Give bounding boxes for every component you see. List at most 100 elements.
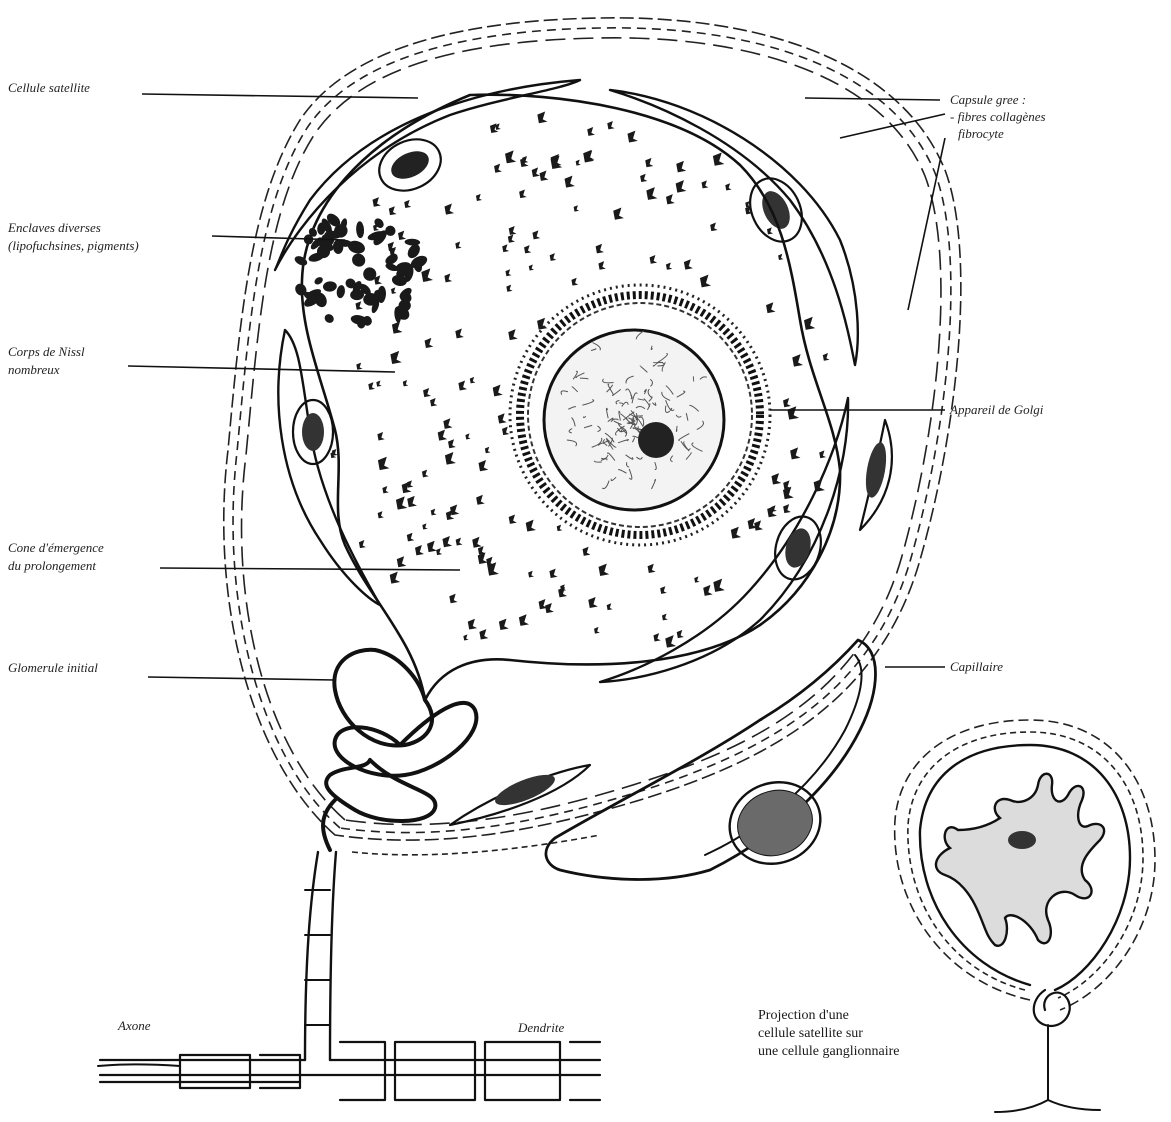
nissl-body [390, 351, 401, 364]
nissl-body [332, 449, 338, 456]
nissl-body [390, 572, 400, 584]
nissl-body [766, 302, 775, 313]
nissl-body [382, 486, 388, 493]
nissl-body [549, 569, 557, 578]
nissl-body [456, 538, 463, 546]
nissl-body [448, 439, 456, 448]
nissl-body [767, 506, 777, 517]
nissl-body [754, 520, 763, 530]
fibrocyte [450, 765, 590, 825]
nissl-body [415, 545, 424, 555]
label-projection-3: une cellule ganglionnaire [758, 1044, 900, 1059]
capillary [546, 640, 876, 879]
nissl-body [443, 418, 452, 429]
nissl-body [783, 504, 791, 513]
nissl-body [508, 234, 515, 242]
enclaves-pigments [293, 211, 429, 329]
nissl-body [666, 263, 672, 270]
nissl-body [771, 473, 781, 484]
nissl-body [445, 204, 455, 215]
nissl-body [449, 594, 457, 604]
projection-inset [895, 720, 1155, 1112]
nissl-body [355, 301, 362, 310]
nissl-body [650, 255, 658, 264]
nissl-body [509, 514, 517, 523]
nissl-body [389, 206, 397, 215]
nissl-body [421, 268, 433, 281]
nucleolus [638, 422, 674, 458]
nissl-body [445, 452, 456, 465]
nissl-body [576, 160, 581, 166]
nissl-body [423, 388, 431, 397]
nissl-body [532, 167, 540, 177]
nissl-body [407, 496, 417, 507]
nissl-body [702, 180, 709, 188]
nissl-body [455, 328, 464, 338]
nissl-body [526, 520, 536, 532]
label-cone-2: du prolongement [8, 558, 96, 573]
nissl-body [356, 363, 362, 370]
nissl-body [436, 548, 442, 555]
nissl-body [377, 432, 384, 440]
nissl-body [398, 231, 406, 240]
nissl-body [468, 619, 477, 630]
nissl-body [713, 152, 724, 165]
nissl-body [560, 584, 566, 591]
pigment-granule [356, 221, 365, 238]
nissl-body [819, 450, 826, 458]
label-projection-1: Projection d'une [758, 1008, 849, 1023]
nissl-body [790, 447, 800, 459]
nissl-body [485, 447, 491, 453]
label-enclaves-1: Enclaves diverses [7, 220, 101, 235]
nissl-body [472, 537, 481, 548]
nissl-body [378, 511, 384, 518]
glomerule-initial [305, 650, 476, 1060]
nissl-body [430, 398, 437, 406]
nissl-body [476, 495, 485, 505]
pigment-granule [404, 238, 420, 246]
nissl-body [666, 194, 675, 204]
nissl-body [403, 380, 409, 386]
label-dendrite: Dendrite [517, 1020, 564, 1035]
nissl-body [493, 385, 503, 397]
nissl-body [645, 158, 653, 167]
nissl-body [599, 564, 610, 576]
nissl-body [646, 187, 657, 200]
nissl-body [509, 226, 517, 235]
nerve-fiber [98, 1042, 600, 1100]
nissl-body [598, 261, 605, 270]
nissl-body [694, 576, 699, 582]
nissl-body [792, 354, 803, 366]
nissl-body [587, 127, 595, 136]
nissl-body [731, 527, 741, 539]
label-glomerule: Glomerule initial [8, 660, 98, 675]
nissl-body [422, 470, 429, 478]
chromatin-strand [619, 403, 623, 404]
pigment-granule [313, 276, 324, 286]
nissl-body [427, 541, 437, 552]
nissl-body [804, 317, 815, 330]
nissl-body [368, 382, 375, 390]
nissl-body [660, 586, 667, 594]
nissl-body [594, 627, 600, 634]
pigment-granule [323, 312, 336, 324]
nissl-body [422, 523, 427, 529]
label-capsule-2: - fibres collagènes [950, 109, 1046, 124]
nissl-body [508, 329, 517, 340]
nissl-body [627, 131, 637, 143]
nissl-body [397, 556, 407, 567]
nissl-body [557, 525, 563, 532]
label-axone: Axone [117, 1018, 151, 1033]
pigment-granule [349, 251, 368, 270]
nissl-body [378, 457, 390, 470]
nissl-body [653, 633, 660, 641]
nissl-body [532, 230, 540, 239]
label-cone-1: Cone d'émergence [8, 540, 104, 555]
nissl-body [373, 197, 381, 207]
nissl-body [540, 170, 549, 180]
nissl-body [442, 536, 452, 547]
nissl-body [463, 634, 468, 640]
nissl-body [359, 540, 366, 548]
nissl-body [648, 564, 656, 573]
nissl-body [506, 285, 512, 292]
